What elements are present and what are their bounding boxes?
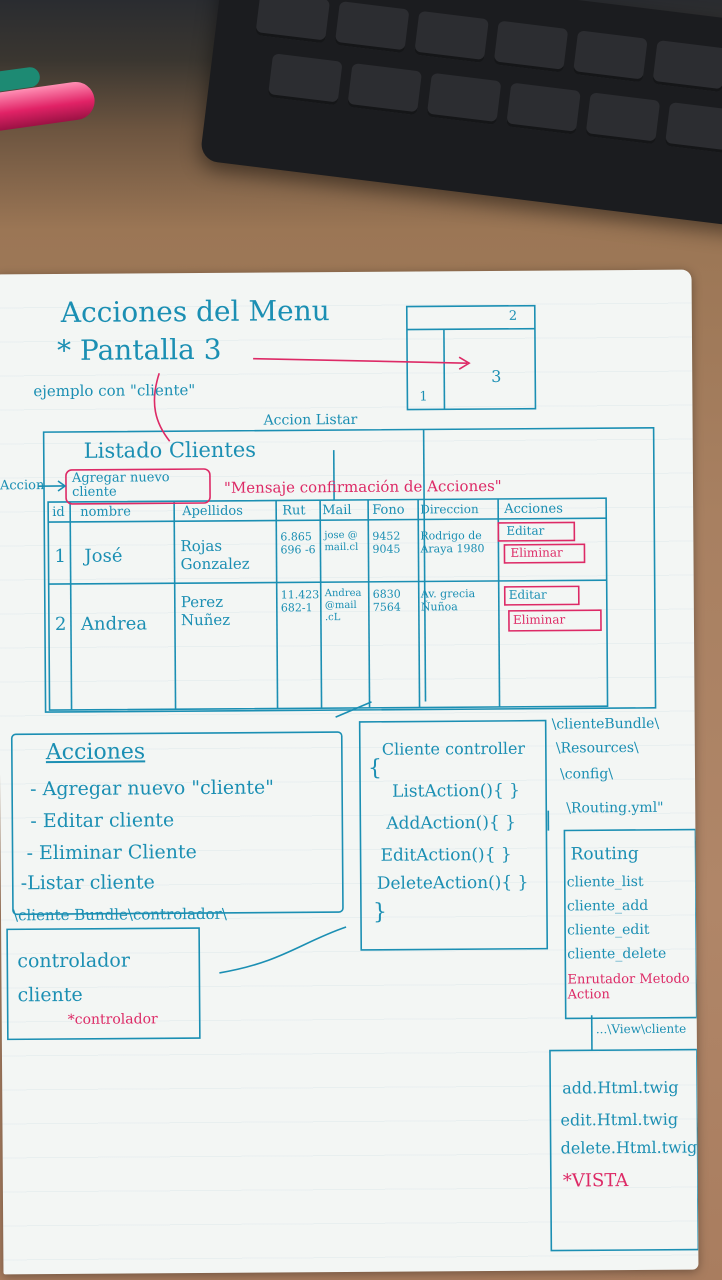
route-edit: cliente_edit [567, 921, 650, 939]
col-mail: Mail [322, 502, 352, 519]
controller-open-brace: { [367, 755, 383, 781]
row1-nombre: José [84, 545, 123, 567]
row1-direccion: Rodrigo de Araya 1980 [420, 529, 485, 556]
routing-tag: Enrutador Metodo Action [567, 971, 690, 1003]
row2-edit-button[interactable]: Editar [508, 587, 547, 602]
controller-close-brace: } [372, 899, 388, 925]
sketch-lines [6, 304, 699, 1252]
row2-direccion: Av. grecia Ñuñoa [420, 587, 476, 614]
layout-label-1: 1 [419, 389, 428, 405]
row2-rut: 11.423 682-1 [280, 588, 320, 615]
bundle-path: \cliente Bundle\controlador\ [12, 904, 227, 925]
row1-fono: 9452 9045 [372, 529, 401, 556]
col-apellidos: Apellidos [182, 503, 243, 520]
row2-fono: 6830 7564 [372, 587, 401, 614]
routing-path-2: \config\ [559, 766, 614, 783]
controller-list-action: ListAction(){ } [392, 780, 521, 802]
row1-id: 1 [54, 545, 67, 568]
row1-rut: 6.865 696 -6 [280, 530, 316, 557]
row1-edit-button[interactable]: Editar [506, 523, 545, 538]
bundle-controller-label: controlador cliente [17, 949, 130, 1007]
col-nombre: nombre [80, 504, 131, 520]
controller-edit-action: EditAction(){ } [380, 844, 512, 866]
accion-side-label: Accion [0, 478, 45, 494]
row1-apellidos: Rojas Gonzalez [180, 536, 250, 574]
confirmation-message: "Mensaje confirmación de Acciones" [223, 476, 502, 497]
view-path: ...\View\cliente [595, 1021, 687, 1037]
col-direccion: Direccion [420, 502, 479, 517]
accion-item-add: - Agregar nuevo "cliente" [30, 776, 275, 801]
row2-mail: Andrea @mail .cL [324, 587, 362, 624]
route-list: cliente_list [566, 873, 644, 891]
controller-add-action: AddAction(){ } [386, 812, 517, 834]
bundle-tag: *controlador [67, 1011, 158, 1028]
controller-delete-action: DeleteAction(){ } [376, 872, 529, 894]
view-file-edit: edit.Html.twig [560, 1109, 679, 1130]
vista-tag: *VISTA [562, 1170, 629, 1192]
acciones-heading: Acciones [45, 739, 146, 766]
row2-nombre: Andrea [80, 613, 148, 635]
layout-label-3: 3 [491, 366, 502, 386]
wireframe-title: Listado Clientes [83, 437, 257, 463]
view-file-add: add.Html.twig [562, 1077, 679, 1098]
notebook-page: Acciones del Menu * Pantalla 3 ejemplo c… [0, 269, 699, 1275]
route-delete: cliente_delete [567, 945, 667, 963]
col-id: id [52, 504, 65, 521]
page-subtitle: * Pantalla 3 [56, 332, 222, 368]
routing-path-0: \clienteBundle\ [551, 715, 660, 733]
row2-delete-button[interactable]: Eliminar [512, 612, 566, 627]
routing-title: Routing [570, 843, 639, 865]
route-add: cliente_add [566, 897, 649, 915]
routing-path-3: \Routing.yml" [566, 799, 664, 817]
accion-item-edit: - Editar cliente [30, 809, 175, 833]
page-title: Acciones del Menu [60, 294, 330, 329]
add-client-button: Agregar nuevo cliente [71, 470, 170, 500]
example-note: ejemplo con "cliente" [33, 381, 196, 401]
col-acciones: Acciones [504, 501, 563, 517]
accion-item-list: -Listar cliente [20, 871, 155, 895]
routing-path-1: \Resources\ [555, 739, 639, 757]
row1-mail: jose @ mail.cl [324, 529, 359, 554]
col-fono: Fono [372, 502, 405, 518]
accion-item-delete: - Eliminar Cliente [26, 841, 197, 865]
controller-title: Cliente controller [381, 738, 526, 759]
layout-label-2: 2 [508, 308, 518, 324]
row1-delete-button[interactable]: Eliminar [510, 545, 563, 560]
col-rut: Rut [282, 503, 306, 519]
row2-apellidos: Perez Nuñez [180, 592, 231, 630]
row2-id: 2 [54, 613, 67, 636]
view-file-delete: delete.Html.twig [560, 1137, 698, 1158]
accion-listar-label: Accion Listar [263, 411, 358, 429]
